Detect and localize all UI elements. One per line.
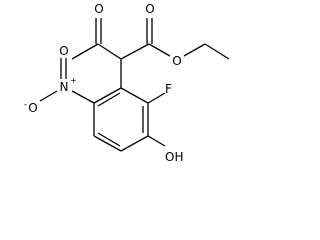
bond-oxygen-ethyl — [183, 43, 206, 57]
bond-ring-hydroxyl — [147, 135, 166, 147]
chemical-structure-diagram: O O O F OH N + O O - — [24, 2, 230, 164]
bonds — [39, 18, 230, 152]
atom-labels: O O O F OH N + O O - — [24, 2, 183, 164]
nitro-oxygen-charge: - — [24, 100, 27, 109]
ester-oxygen-label: O — [172, 54, 181, 68]
hydroxyl-label: OH — [165, 150, 183, 164]
ring-bond-1 — [120, 87, 149, 104]
ring-bond-6-inner — [97, 92, 121, 107]
bond-alpha-ester-carbon — [120, 43, 150, 60]
nitro-nitrogen-label: N — [60, 80, 69, 94]
bond-nitro-single — [39, 90, 58, 102]
nitro-left-oxygen-label: O — [28, 101, 37, 115]
bond-methyl-carbonyl — [71, 43, 99, 60]
bond-ring-nitro — [71, 90, 95, 104]
nitro-nitrogen-charge: + — [70, 76, 77, 85]
fluorine-label: F — [165, 82, 172, 96]
ketone-oxygen-label: O — [94, 2, 103, 16]
ring-bond-4 — [93, 135, 122, 152]
ring-bond-4-inner — [97, 132, 121, 147]
nitro-top-oxygen-label: O — [59, 44, 68, 58]
ring-bond-6 — [93, 87, 122, 104]
bond-ester-carbon-oxygen — [148, 43, 171, 57]
bond-ring-fluorine — [147, 92, 166, 104]
ring-bond-3 — [120, 135, 149, 152]
bond-ethyl-methyl — [204, 43, 230, 60]
ester-carbonyl-oxygen-label: O — [145, 2, 154, 16]
bond-carbonyl-alpha — [97, 43, 122, 60]
